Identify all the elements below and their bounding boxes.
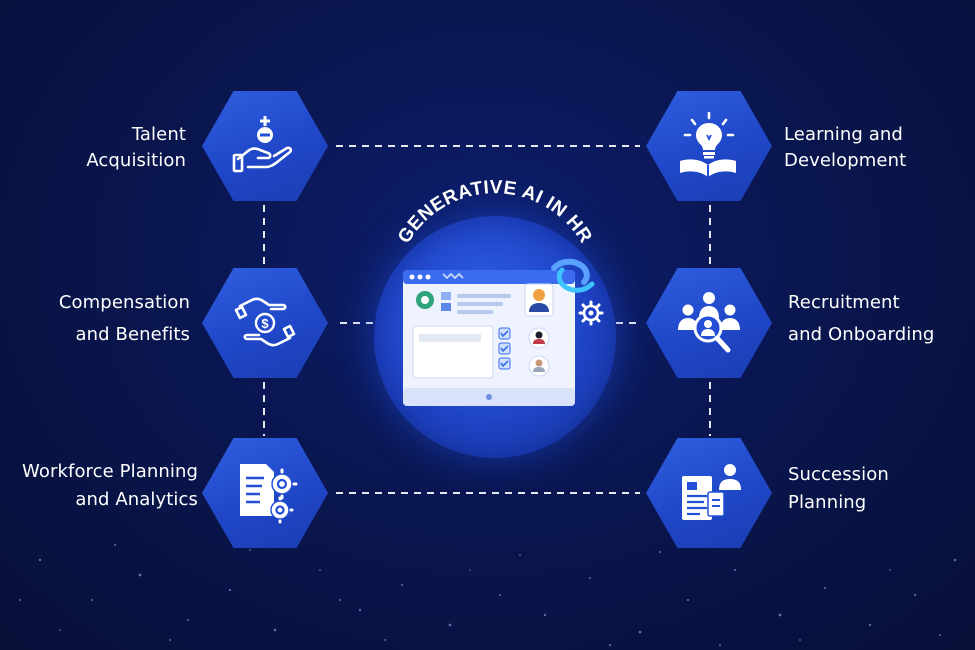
dashboard-mockup-illustration (403, 270, 575, 406)
learning-development-line2: Development (784, 150, 907, 171)
document-gears-icon (240, 464, 298, 524)
compensation-benefits-line1: Compensation (58, 292, 190, 313)
compensation-benefits-label: Compensation and Benefits (59, 290, 190, 348)
center-title-text: GENERATIVE AI IN HR (394, 180, 595, 247)
succession-planning-line2: Planning (788, 492, 867, 513)
people-magnifier-icon (678, 292, 740, 353)
compensation-benefits-hexagon[interactable]: $ (202, 268, 328, 378)
workforce-planning-line1: Workforce Planning (22, 461, 198, 482)
workforce-planning-label: Workforce Planning and Analytics (22, 459, 198, 513)
workforce-planning-line2: and Analytics (75, 489, 198, 510)
recruitment-onboarding-label: Recruitment and Onboarding (788, 290, 934, 348)
recruitment-onboarding-line2: and Onboarding (788, 324, 935, 345)
gear-icon (578, 300, 604, 326)
succession-planning-label: Succession Planning (788, 462, 889, 516)
svg-text:$: $ (261, 316, 269, 331)
talent-acquisition-line2: Acquisition (86, 150, 186, 171)
recruitment-onboarding-hexagon[interactable] (646, 268, 772, 378)
lightbulb-book-icon (680, 111, 736, 177)
profile-documents-icon (682, 464, 741, 520)
learning-development-line1: Learning and (784, 124, 903, 145)
svg-text:GENERATIVE AI IN HR: GENERATIVE AI IN HR (394, 180, 596, 247)
talent-acquisition-label: Talent Acquisition (86, 122, 186, 174)
talent-acquisition-line1: Talent (131, 124, 186, 145)
recruitment-onboarding-line1: Recruitment (788, 292, 900, 313)
succession-planning-line1: Succession (788, 464, 889, 485)
swoosh-arrow-icon (551, 258, 595, 293)
hand-with-plus-icon (232, 116, 293, 173)
hands-dollar-icon: $ (234, 297, 296, 347)
learning-development-label: Learning and Development (784, 122, 906, 174)
compensation-benefits-line2: and Benefits (75, 324, 190, 345)
center-title: GENERATIVE AI IN HR (394, 180, 596, 247)
